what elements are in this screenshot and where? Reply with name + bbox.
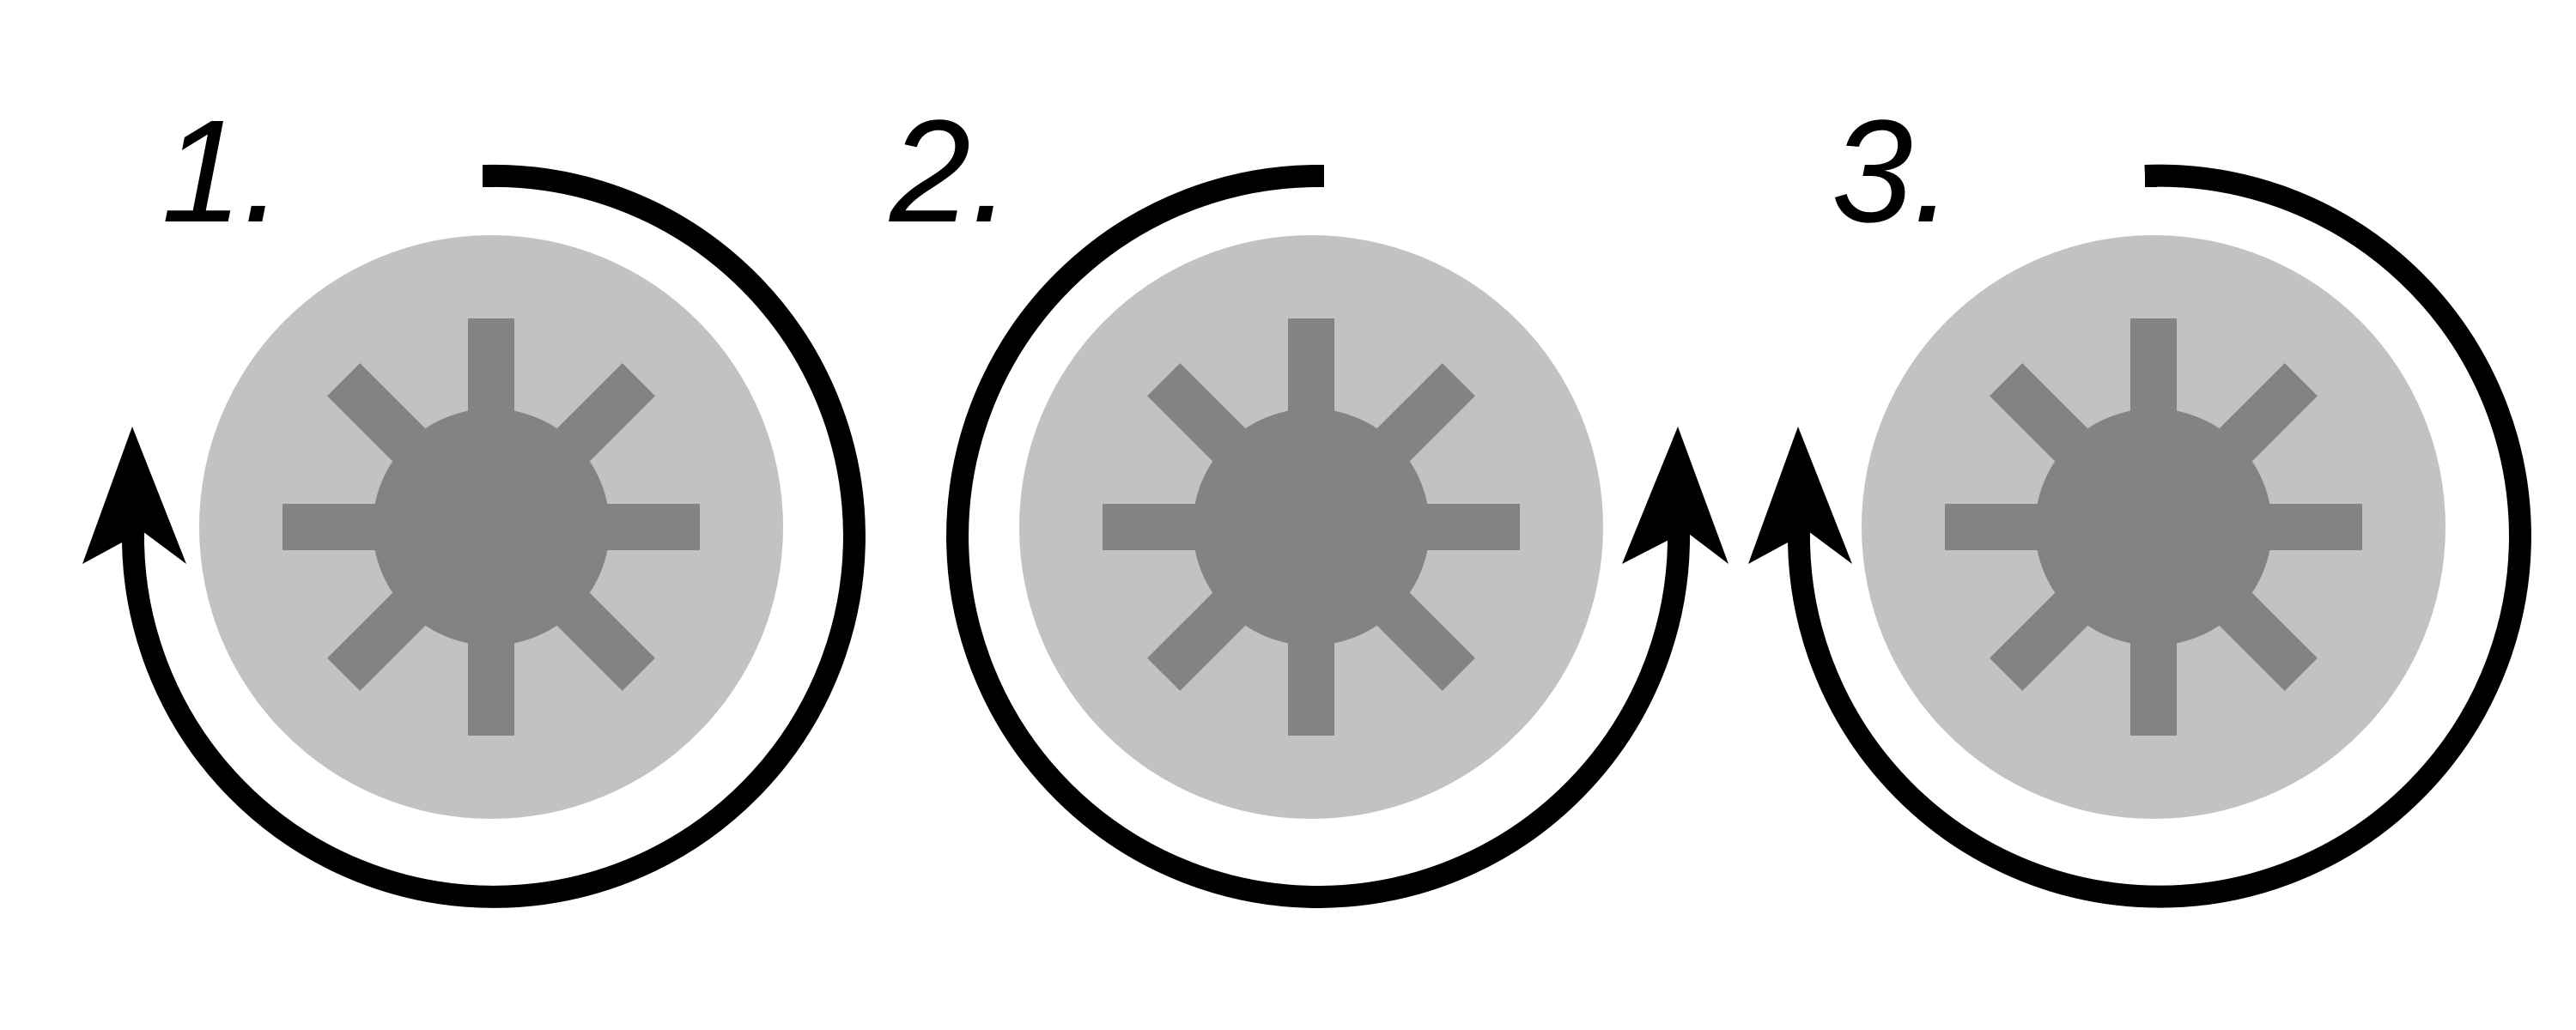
circular-arrow-counterclockwise-icon (946, 164, 1728, 908)
step-3-label: 3. (1832, 90, 1953, 253)
circular-arrow-clockwise-icon (1748, 164, 2531, 908)
step-2: 2. (889, 90, 1728, 908)
gear-1-icon (199, 235, 783, 819)
circular-arrow-clockwise-icon (82, 164, 866, 908)
step-3: 3. (1748, 90, 2531, 908)
step-2-label: 2. (889, 90, 1012, 253)
step-1-label: 1. (161, 90, 283, 253)
gear-2-icon (1019, 235, 1603, 819)
step-1: 1. (82, 90, 866, 908)
gear-3-icon (1862, 235, 2445, 819)
